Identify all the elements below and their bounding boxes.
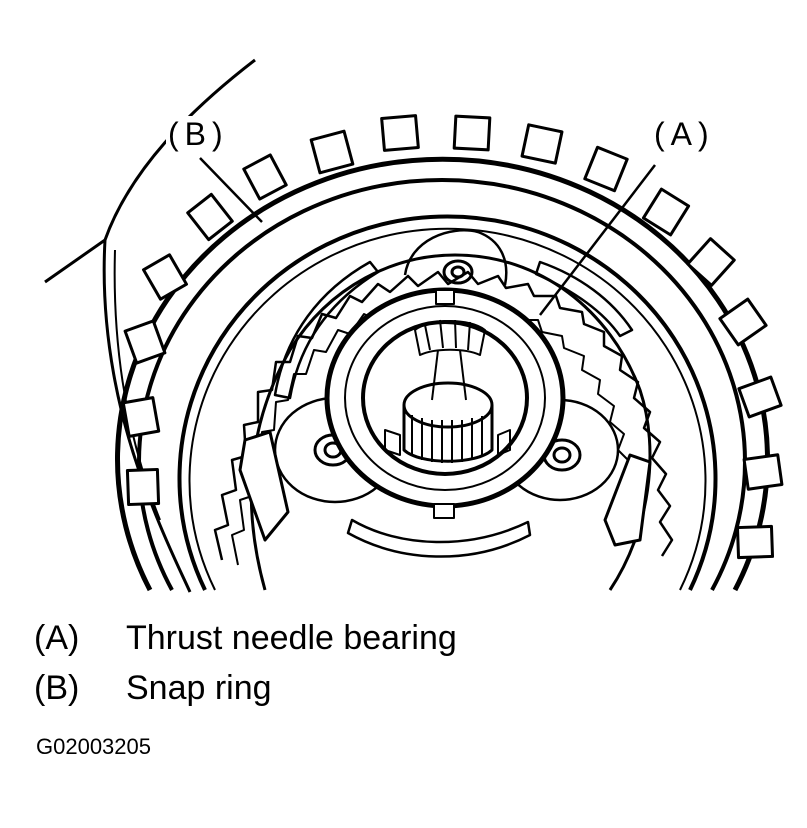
legend-key: (A) <box>34 619 80 657</box>
legend-item-b: (B) Snap ring <box>34 668 272 708</box>
legend-key: (B) <box>34 669 80 707</box>
legend-text: Snap ring <box>126 669 272 707</box>
legend-text: Thrust needle bearing <box>126 619 457 657</box>
snap-ring <box>177 214 718 591</box>
drum-teeth <box>121 114 784 560</box>
housing-outline <box>44 58 256 284</box>
carrier-slot <box>273 260 380 400</box>
leader-b <box>199 157 263 223</box>
clutch-drum-diagram <box>44 58 784 593</box>
legend-item-a: (A) Thrust needle bearing <box>34 618 457 658</box>
carrier-plate <box>249 253 652 591</box>
clutch-plate-teeth <box>213 270 674 561</box>
clip-left <box>238 430 290 542</box>
leader-a <box>539 164 656 316</box>
callout-a-label: (A) <box>652 116 717 152</box>
callout-b-label: (B) <box>166 116 231 152</box>
figure-id: G02003205 <box>36 734 151 759</box>
carrier-slot <box>346 518 532 558</box>
clip-right <box>603 453 652 547</box>
pinion-lobe-top <box>403 229 508 286</box>
